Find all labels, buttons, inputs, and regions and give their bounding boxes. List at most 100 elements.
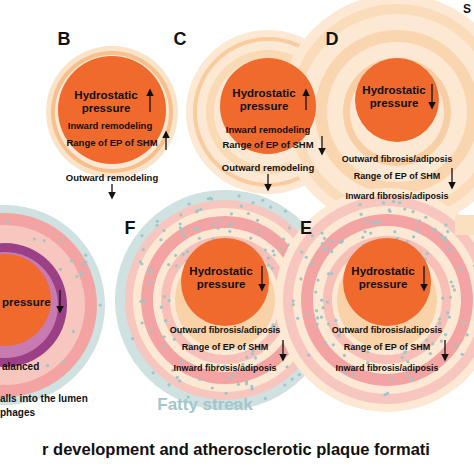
lipid-dot [176, 376, 179, 379]
lipid-dot [59, 268, 62, 271]
lipid-dot [267, 264, 270, 267]
lipid-dot [179, 226, 182, 229]
lipid-dot [330, 250, 333, 253]
lipid-dot [433, 229, 436, 232]
lipid-dot [196, 228, 199, 231]
lipid-dot [446, 311, 449, 314]
panel-text: Inward remodeling [226, 125, 310, 135]
outward-arrow [267, 174, 268, 190]
legend-swatch-fragment [455, 215, 474, 235]
vessel-lumen: Hydrostatic pressure [355, 58, 439, 142]
range-arrow [451, 168, 452, 188]
lipid-dot [217, 227, 220, 230]
vessel-lumen: Hydrostatic pressure [343, 238, 431, 326]
panel-letter: F [125, 219, 136, 239]
lipid-dot [81, 263, 84, 266]
vessel-lumen: pressure [0, 254, 51, 346]
panel-letter: C [174, 30, 187, 50]
pressure-arrow [431, 84, 432, 108]
lipid-dot [70, 259, 73, 262]
lipid-dot [331, 240, 334, 243]
lipid-dot [196, 209, 199, 212]
lipid-dot [451, 285, 454, 288]
lipid-dot [403, 207, 406, 210]
vessel-ring [313, 226, 461, 374]
lipid-dot [473, 264, 474, 267]
lumen-label: Hydrostatic pressure [224, 87, 304, 112]
lipid-dot [292, 299, 295, 302]
lipid-dot [440, 340, 443, 343]
vessel-lumen: Hydrostatic pressure [58, 56, 166, 164]
lipid-dot [256, 219, 259, 222]
range-arrow [165, 132, 166, 150]
lipid-dot [449, 296, 452, 299]
lipid-dot [316, 278, 319, 281]
lumen-label: Hydrostatic pressure [354, 84, 434, 109]
vessel-lumen: Hydrostatic pressure [181, 238, 269, 326]
lipid-dot [321, 242, 324, 245]
vessel-cross-section: EOutward fibrosis/adiposisRange of EP of… [275, 188, 474, 412]
vessel-ring [46, 46, 178, 178]
lipid-dot [142, 248, 145, 251]
vessel-ring [0, 243, 67, 367]
lipid-dot [251, 352, 254, 355]
lipid-dot [431, 342, 434, 345]
lipid-dot [227, 225, 230, 228]
lipid-dot [391, 377, 394, 380]
panel-text: Inward fibrosis/adiposis [345, 192, 448, 202]
lipid-dot [186, 250, 189, 253]
lipid-dot [316, 323, 319, 326]
lipid-dot [163, 295, 166, 298]
lipid-dot [162, 229, 165, 232]
panel-text: Range of EP of SHM [66, 138, 157, 148]
lipid-dot [62, 360, 65, 363]
lipid-dot [369, 231, 372, 234]
range-arrow [321, 136, 322, 154]
lipid-dot [163, 335, 166, 338]
lipid-dot [182, 253, 185, 256]
lipid-dot [231, 222, 234, 225]
lipid-dot [237, 383, 240, 386]
lipid-dot [444, 224, 447, 227]
lipid-dot [245, 382, 248, 385]
vessel-ring [289, 4, 474, 220]
vessel-ring [0, 254, 51, 346]
panel-text: Outward remodeling [66, 173, 158, 183]
lipid-dot [383, 393, 386, 396]
lipid-dot [320, 299, 323, 302]
lipid-dot [155, 224, 158, 227]
lipid-dot [305, 256, 308, 259]
vessel-ring [181, 238, 269, 326]
lipid-dot [143, 300, 146, 303]
vessel-ring [279, 0, 474, 230]
lipid-dot [330, 272, 333, 275]
lipid-dot [264, 397, 267, 400]
lipid-dot [454, 344, 457, 347]
lipid-dot [164, 319, 167, 322]
vessel-ring [323, 236, 451, 364]
lipid-dot [162, 345, 165, 348]
lipid-dot [285, 365, 288, 368]
lipid-dot [411, 378, 414, 381]
lipid-dot [438, 322, 441, 325]
lipid-dot [323, 248, 326, 251]
range-arrow [444, 340, 445, 360]
lipid-dot [441, 297, 444, 300]
panel-text: alanced [2, 361, 39, 372]
lipid-dot [315, 309, 318, 312]
lipid-dot [314, 290, 317, 293]
lipid-dot [288, 226, 291, 229]
lipid-dot [43, 239, 46, 242]
lipid-dot [401, 356, 404, 359]
lipid-dot [227, 377, 230, 380]
vessel-ring [299, 14, 474, 210]
lipid-dot [182, 233, 185, 236]
lipid-dot [291, 377, 294, 380]
pressure-arrow [59, 290, 60, 312]
lipid-dot [273, 253, 276, 256]
lipid-dot [168, 299, 171, 302]
vessel-ring [58, 56, 166, 164]
lipid-dot [455, 344, 458, 347]
lipid-dot [211, 223, 214, 226]
